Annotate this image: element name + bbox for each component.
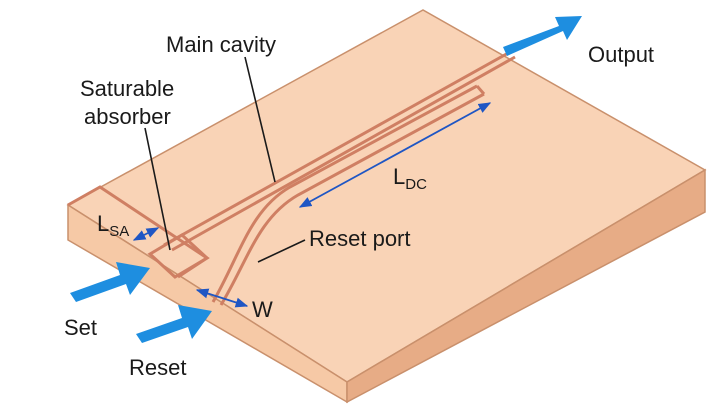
lsa-label: LSA <box>97 211 129 240</box>
ldc-label: LDC <box>393 164 427 193</box>
set-label: Set <box>64 315 97 340</box>
output-label: Output <box>588 42 654 67</box>
main-cavity-label: Main cavity <box>166 32 276 57</box>
ldc-label-sub: DC <box>405 176 427 193</box>
w-label: W <box>252 297 273 322</box>
reset-port-waveguide-2 <box>219 92 485 306</box>
waveguide-end-cap <box>475 85 486 95</box>
reset-port-leader <box>257 239 306 263</box>
set-arrow <box>70 262 150 302</box>
ldc-dimension-arrow <box>298 102 492 208</box>
lsa-dimension-arrow <box>132 227 160 241</box>
dimension-arrows <box>132 102 492 308</box>
io-arrows <box>70 16 582 343</box>
saturable-label-line1: Saturable <box>80 76 174 101</box>
ldc-label-main: L <box>393 164 405 189</box>
chip-body <box>66 9 707 404</box>
saturable-label-line2: absorber <box>84 104 171 129</box>
saturable-absorber-leader <box>144 127 171 251</box>
reset-port-label: Reset port <box>309 226 411 251</box>
lsa-label-main: L <box>97 211 109 236</box>
lsa-label-sub: SA <box>109 223 129 240</box>
reset-port-waveguide-1 <box>211 84 478 303</box>
chip-right-face <box>346 168 706 404</box>
text-labels: Main cavity Saturable absorber Output LD… <box>64 32 654 380</box>
reset-label: Reset <box>129 355 186 380</box>
leader-lines <box>144 56 306 263</box>
reset-arrow <box>136 305 212 343</box>
w-dimension-arrow <box>195 288 249 308</box>
main-cavity-leader <box>244 56 276 183</box>
output-arrow <box>503 16 582 56</box>
